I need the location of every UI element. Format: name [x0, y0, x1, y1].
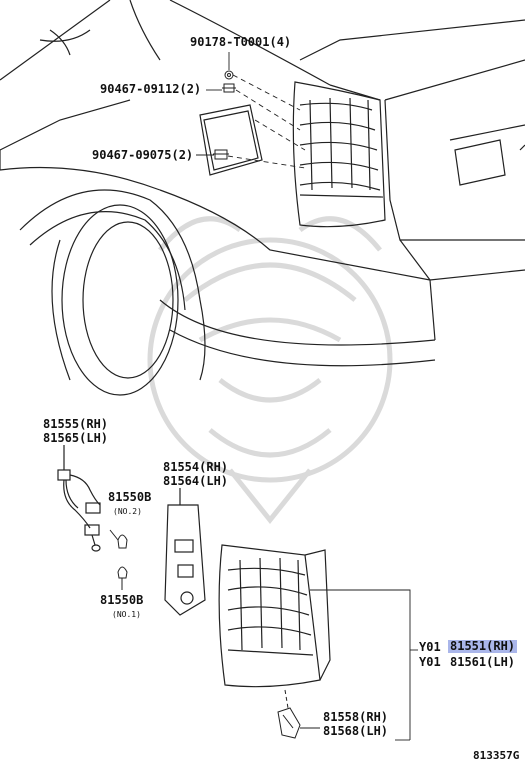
bulb-no2: [109, 529, 128, 549]
tail-lamp-assembly: [218, 544, 331, 688]
label-no2: (NO.2): [113, 507, 142, 516]
gasket-81554: [164, 488, 206, 616]
clip-90467-09112: [222, 83, 236, 93]
label-81550b-no2[interactable]: 81550B: [108, 490, 152, 504]
label-y01-a: Y01: [419, 640, 441, 654]
label-81568[interactable]: 81568(LH): [323, 724, 389, 738]
clip-90178: [224, 70, 234, 80]
leader-lines-upper: [196, 52, 230, 156]
label-90467-09112[interactable]: 90467-09112(2): [100, 82, 202, 96]
leader-lines-lower: [300, 589, 418, 741]
label-90467-09075[interactable]: 90467-09075(2): [92, 148, 194, 162]
label-81555[interactable]: 81555(RH): [43, 417, 109, 431]
watermark-emblem: [147, 216, 393, 525]
dashed-guides-upper: [227, 74, 306, 169]
label-81550b-no1[interactable]: 81550B: [100, 593, 144, 607]
label-no1: (NO.1): [112, 610, 141, 619]
diagram-reference-number: 813357G: [473, 749, 520, 762]
label-90178[interactable]: 90178-T0001(4): [190, 35, 292, 49]
label-81554[interactable]: 81554(RH): [163, 460, 229, 474]
label-81565[interactable]: 81565(LH): [43, 431, 109, 445]
label-y01-b: Y01: [419, 655, 441, 669]
label-81564[interactable]: 81564(LH): [163, 474, 229, 488]
socket-wire-assembly: [57, 445, 101, 552]
label-81561[interactable]: 81561(LH): [450, 655, 516, 669]
lamp-socket-81558: [277, 689, 301, 739]
label-81551-highlighted[interactable]: 81551(RH): [448, 639, 518, 653]
vehicle-body: [0, 0, 525, 396]
clip-90467-09075: [213, 149, 229, 160]
bulb-no1: [117, 566, 128, 590]
tail-lamp-installed: [292, 81, 386, 228]
label-81558[interactable]: 81558(RH): [323, 710, 389, 724]
